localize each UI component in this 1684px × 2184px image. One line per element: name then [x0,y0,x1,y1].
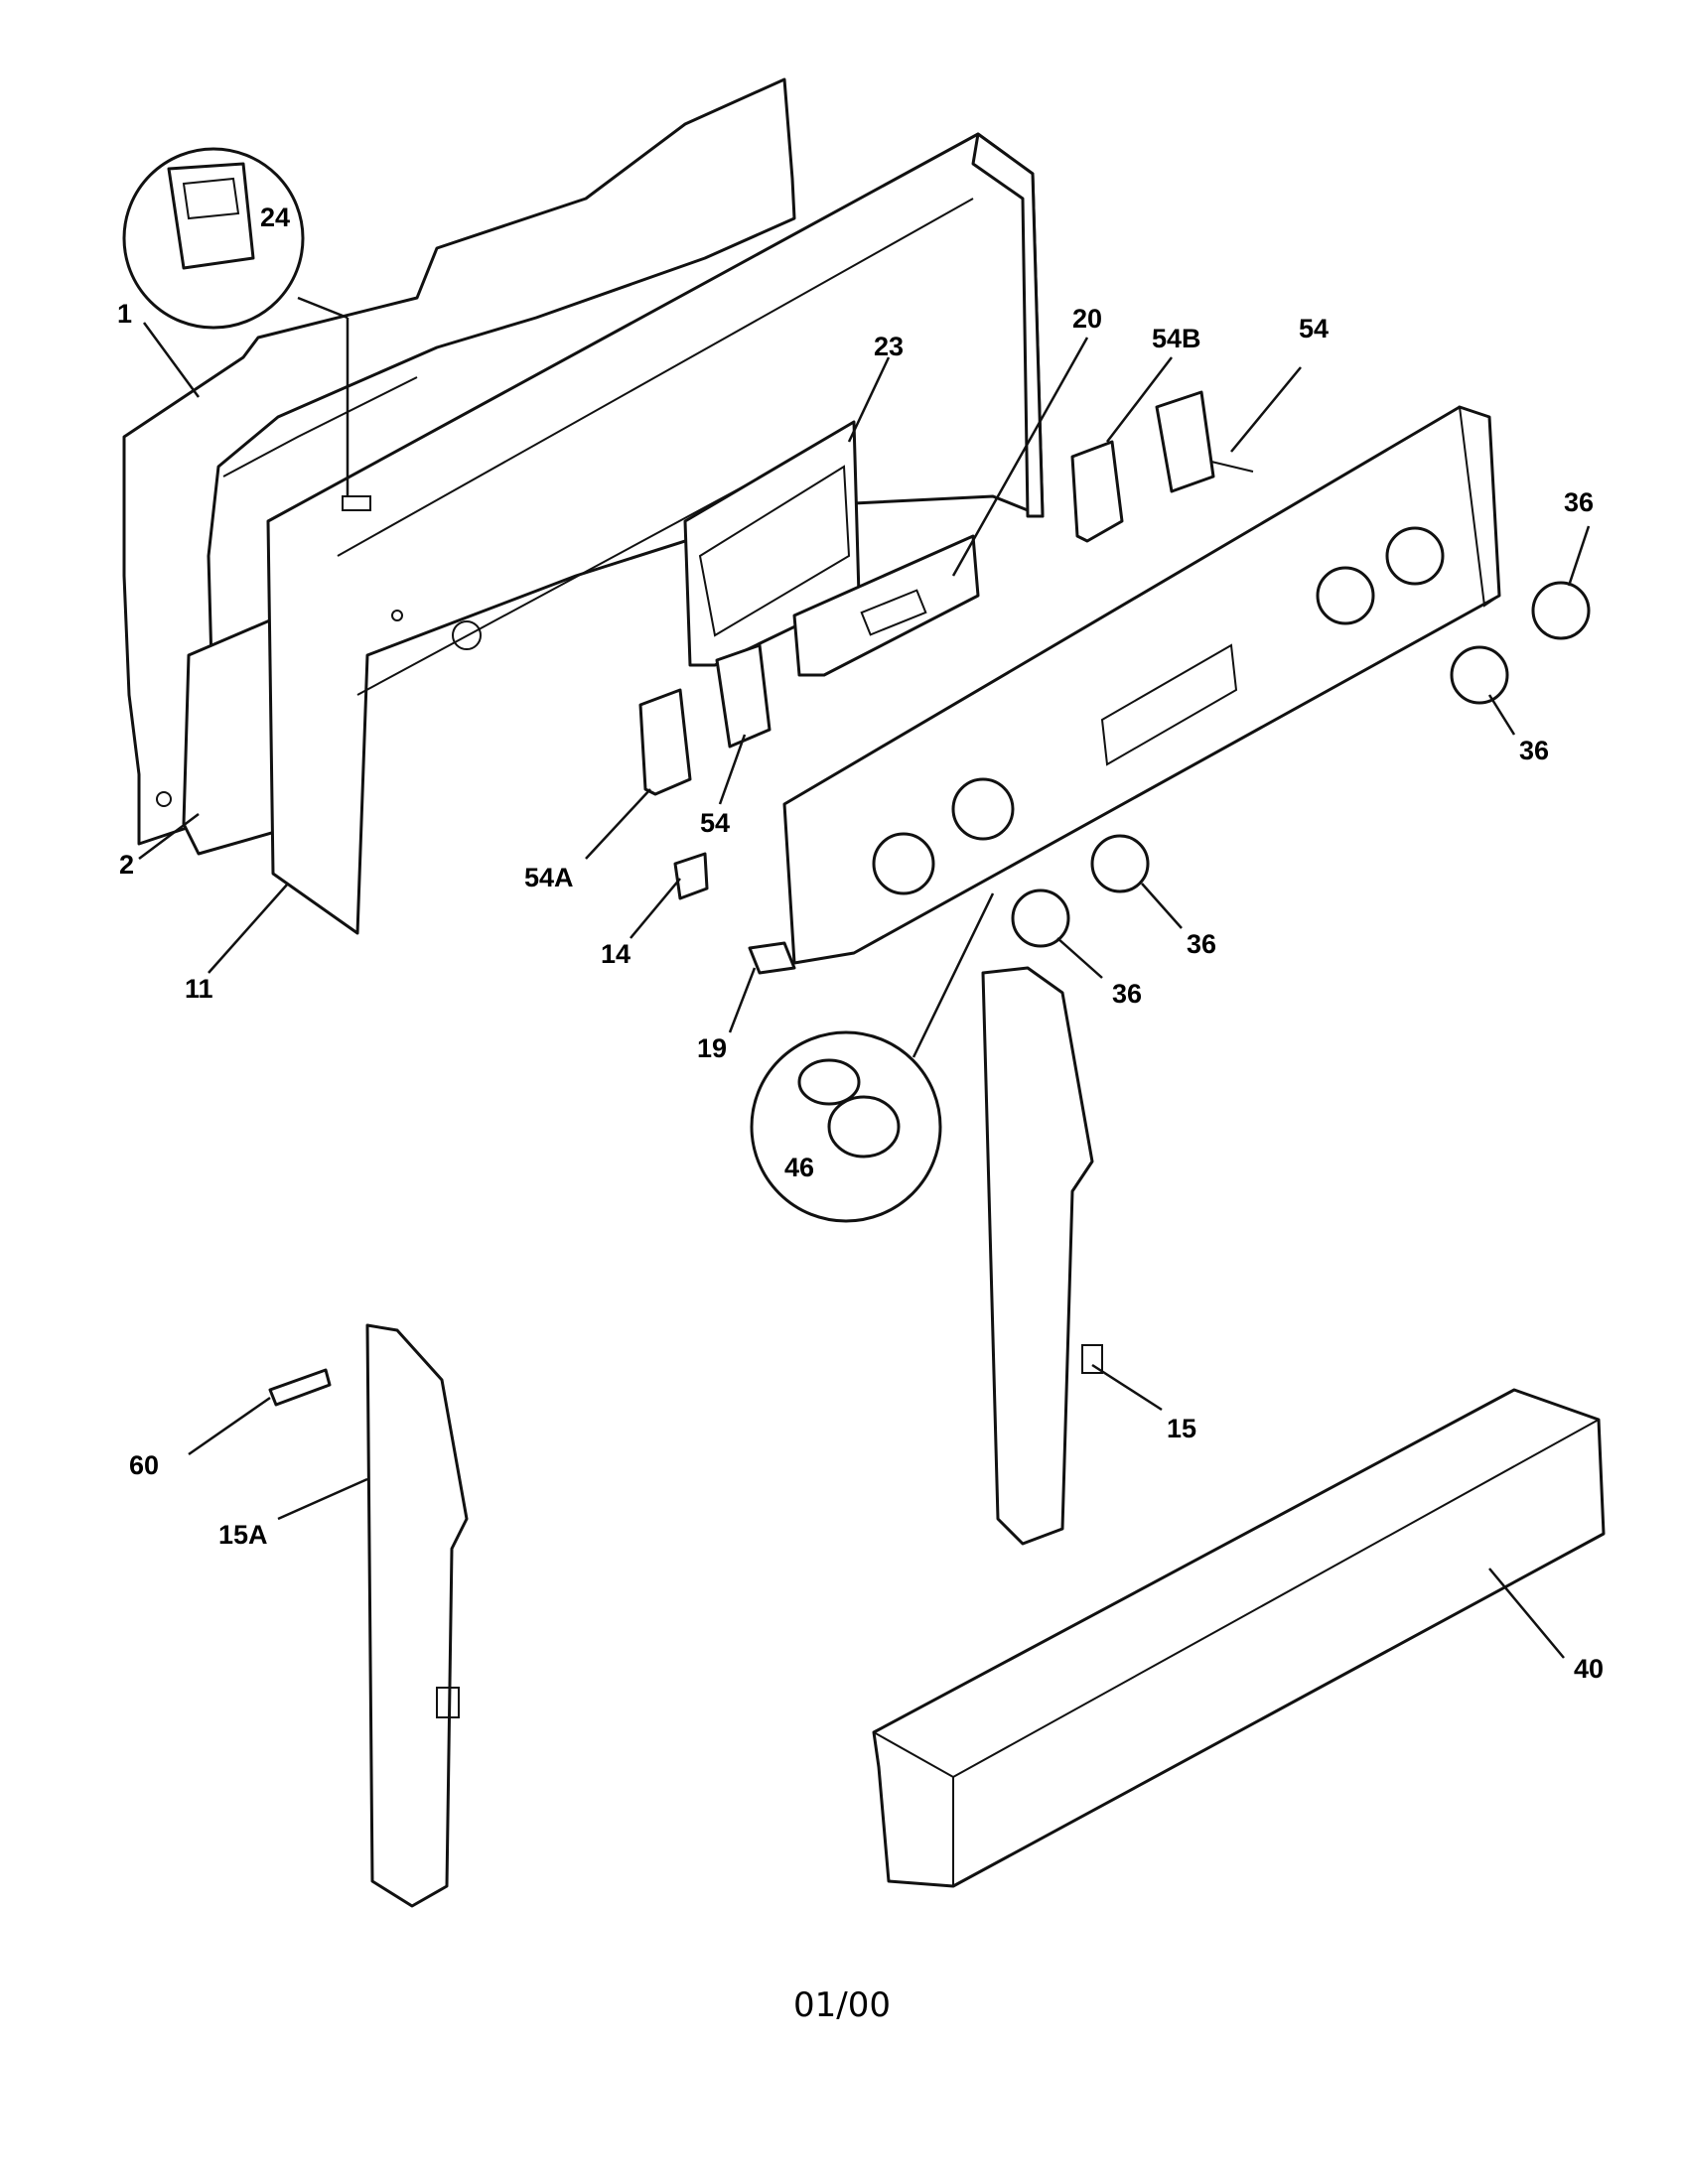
part-15a-side-rail [365,1323,469,1908]
callout-14: 14 [601,939,631,969]
part-54b-switch [1070,440,1124,543]
callout-36-right-mid: 36 [1519,736,1549,765]
callout-11: 11 [185,974,213,1004]
date-code: 01/00 [793,1985,891,2025]
callout-1: 1 [117,299,132,329]
callout-labels: 1 2 11 24 23 20 54B 54 36 36 36 36 54 54… [117,203,1604,1684]
part-15-side-rail [981,966,1103,1546]
part-40-kick-panel [872,1388,1606,1888]
callout-23: 23 [874,332,904,361]
front-control-panel [782,405,1501,965]
callout-15: 15 [1167,1414,1196,1443]
callout-54-top: 54 [1299,314,1329,343]
callout-46: 46 [784,1153,814,1182]
callout-54a: 54A [524,863,574,892]
callout-40: 40 [1574,1654,1604,1684]
callout-20: 20 [1072,304,1102,334]
part-60-screw [268,1368,332,1407]
part-20-clock-timer [792,534,980,677]
part-54-switch-mid [715,643,772,749]
callout-2: 2 [119,850,134,880]
part-14-block [673,852,709,900]
part-36-knobs [1011,581,1591,948]
detail-circle-46 [750,1030,942,1223]
detail-circle-24 [122,147,305,330]
callout-60: 60 [129,1450,159,1480]
callout-54b: 54B [1152,324,1201,353]
part-19-bracket [748,941,796,975]
callout-19: 19 [697,1033,727,1063]
callout-36-mid: 36 [1187,929,1216,959]
callout-15a: 15A [218,1520,268,1550]
callout-54-mid: 54 [700,808,730,838]
part-1-back-panel [122,77,796,846]
part-54-switch-top [1155,390,1254,493]
leader-lines [138,296,1591,1659]
callout-36-low: 36 [1112,979,1142,1009]
callout-36-right-top: 36 [1564,487,1594,517]
part-23-frame [683,420,861,667]
callout-24: 24 [260,203,290,232]
part-54a-switch [638,688,692,796]
